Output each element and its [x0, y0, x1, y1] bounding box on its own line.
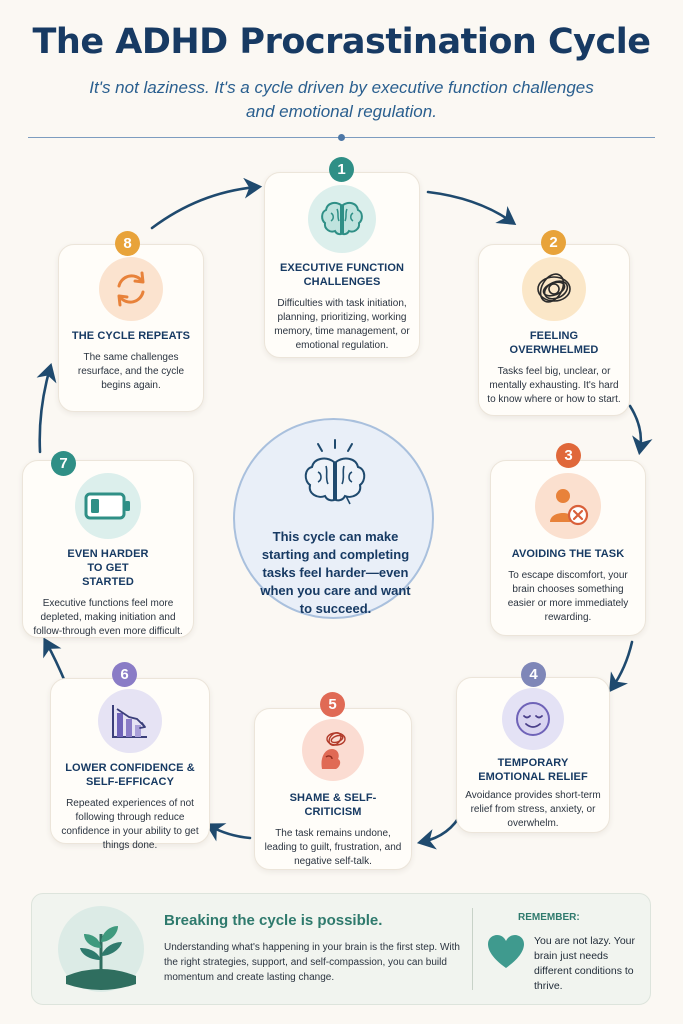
- seedling-icon: [58, 906, 144, 992]
- step-desc-4: Avoidance provides short-term relief fro…: [465, 790, 601, 829]
- remember-text: You are not lazy. Your brain just needs …: [534, 935, 635, 992]
- person-avoid-icon: [550, 489, 589, 526]
- arrow-5-to-6: [205, 823, 252, 842]
- footer-text: Understanding what's happening in your b…: [164, 942, 460, 983]
- footer-divider: [472, 908, 473, 990]
- step-desc-3: To escape discomfort, your brain chooses…: [507, 570, 629, 623]
- divider-dot: [338, 134, 345, 141]
- center-text: This cycle can make starting and complet…: [260, 529, 411, 616]
- step-badge-3: 3: [556, 443, 581, 468]
- shame-head-icon: [321, 732, 346, 769]
- step-card-5: SHAME & SELF-CRITICISM The task remains …: [254, 708, 412, 870]
- arrow-7-to-8: [36, 362, 57, 454]
- page-title: The ADHD Procrastination Cycle: [32, 22, 651, 62]
- relieved-face-icon: [516, 702, 550, 736]
- center-message: This cycle can make starting and complet…: [233, 418, 434, 619]
- step-title-4: TEMPORARY EMOTIONAL RELIEF: [478, 757, 588, 783]
- step-desc-1: Difficulties with task initiation, plann…: [274, 298, 410, 351]
- step-badge-8: 8: [115, 231, 140, 256]
- step-card-3: AVOIDING THE TASK To escape discomfort, …: [490, 460, 646, 636]
- step-card-2: FEELING OVERWHELMED Tasks feel big, uncl…: [478, 244, 630, 416]
- page-subtitle: It's not laziness. It's a cycle driven b…: [89, 78, 594, 121]
- step-card-1: EXECUTIVE FUNCTION CHALLENGES Difficulti…: [264, 172, 420, 358]
- glowing-brain-icon: [304, 439, 366, 505]
- step-title-5: SHAME & SELF-CRITICISM: [289, 792, 377, 818]
- step-title-2: FEELING OVERWHELMED: [509, 330, 599, 356]
- declining-chart-icon: [112, 705, 147, 738]
- step-card-7: EVEN HARDER TO GET STARTED Executive fun…: [22, 460, 194, 638]
- step-desc-2: Tasks feel big, unclear, or mentally exh…: [487, 366, 621, 405]
- step-badge-4: 4: [521, 662, 546, 687]
- step-badge-6: 6: [112, 662, 137, 687]
- step-title-8: THE CYCLE REPEATS: [71, 330, 191, 342]
- tangled-scribble-icon: [537, 273, 571, 303]
- brain-icon: [321, 201, 363, 236]
- step-desc-6: Repeated experiences of not following th…: [61, 798, 199, 851]
- footer-title: Breaking the cycle is possible.: [164, 912, 383, 929]
- step-badge-7: 7: [51, 451, 76, 476]
- arrow-8-to-1: [150, 177, 263, 230]
- arrow-1-to-2: [426, 190, 517, 225]
- step-badge-1: 1: [329, 157, 354, 182]
- step-desc-8: The same challenges resurface, and the c…: [77, 352, 185, 391]
- step-title-7: EVEN HARDER TO GET STARTED: [67, 548, 149, 588]
- arrow-2-to-3: [628, 404, 653, 456]
- cycle-arrows-icon: [117, 271, 145, 307]
- step-desc-5: The task remains undone, leading to guil…: [264, 828, 402, 867]
- step-card-6: LOWER CONFIDENCE & SELF-EFFICACY Repeate…: [50, 678, 210, 851]
- step-badge-2: 2: [541, 230, 566, 255]
- step-desc-7: Executive functions feel more depleted, …: [33, 598, 183, 637]
- step-card-4: TEMPORARY EMOTIONAL RELIEF Avoidance pro…: [456, 677, 610, 833]
- step-title-6: LOWER CONFIDENCE & SELF-EFFICACY: [65, 762, 195, 788]
- step-title-1: EXECUTIVE FUNCTION CHALLENGES: [279, 262, 405, 288]
- step-card-8: THE CYCLE REPEATS The same challenges re…: [58, 244, 204, 412]
- arrow-3-to-4: [609, 640, 634, 693]
- step-badge-5: 5: [320, 692, 345, 717]
- heart-icon: [488, 935, 524, 968]
- remember-label: REMEMBER:: [518, 912, 580, 923]
- footer-panel: Breaking the cycle is possible. Understa…: [31, 893, 651, 1005]
- low-battery-icon: [84, 492, 130, 520]
- step-title-3: AVOIDING THE TASK: [511, 548, 625, 560]
